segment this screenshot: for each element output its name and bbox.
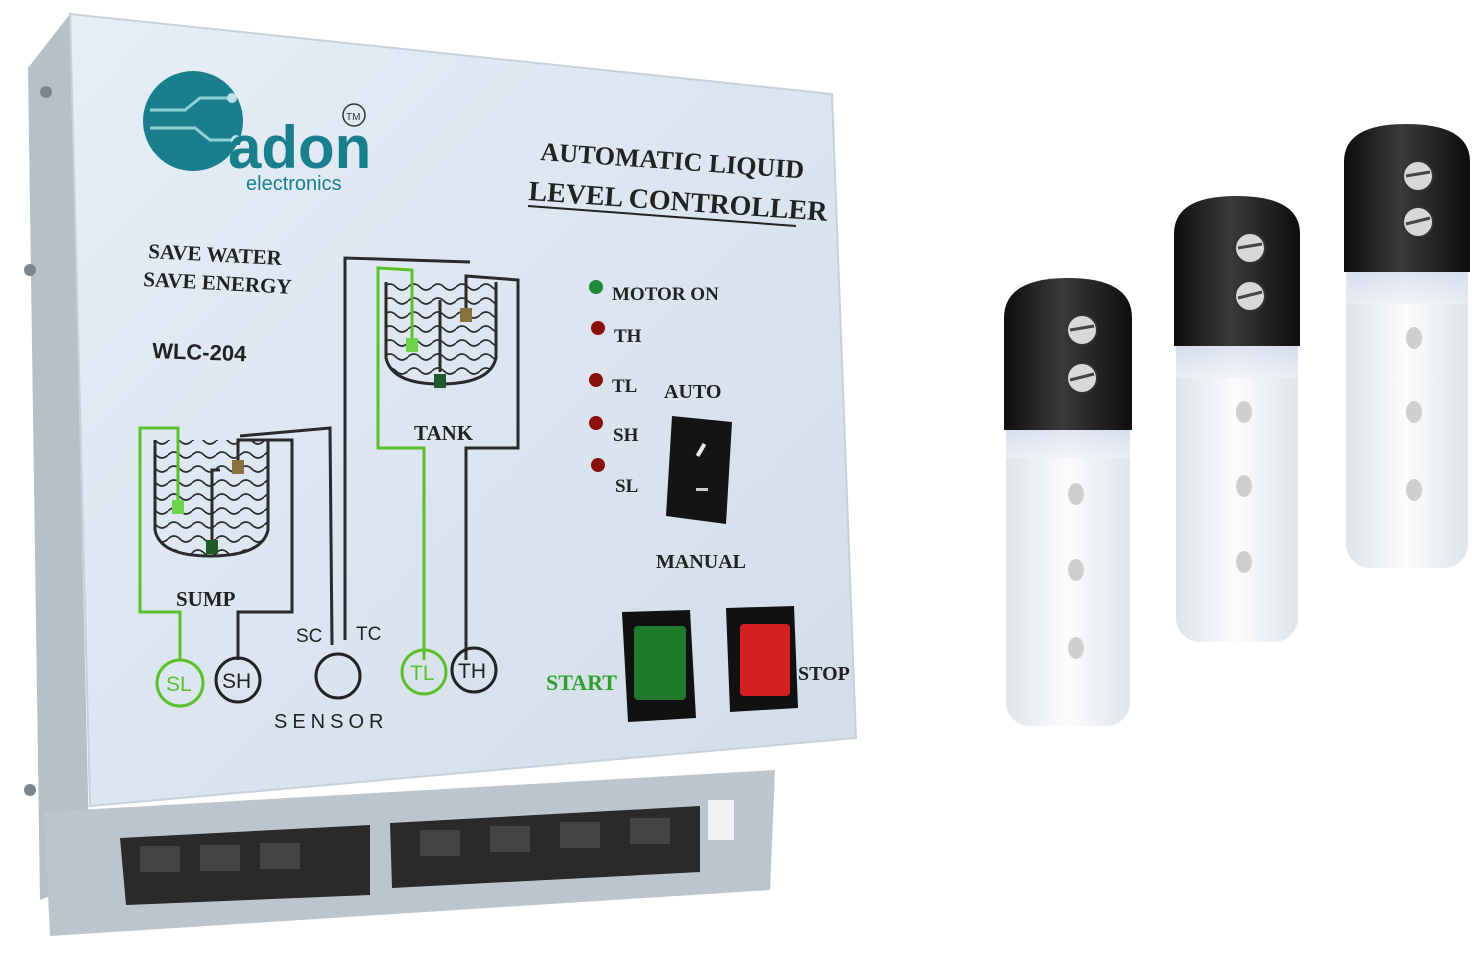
sensor-cap [1004,278,1132,430]
terminal-th [450,646,498,694]
auto-manual-switch[interactable] [666,416,732,524]
start-label: START [546,670,617,695]
motor-on-led-icon [589,280,603,294]
brand-name: adon [228,114,371,181]
level-sensor-1 [1004,278,1132,726]
screw-icon [1066,314,1098,346]
sensor-cap [1344,124,1470,272]
indicator-panel: MOTOR ON TH TL SH SL [589,280,719,497]
terminal-common [314,652,362,700]
sump-diagram: SUMP [138,426,334,660]
th-led-icon [591,321,605,335]
terminal-sl-label: SL [166,673,192,696]
tc-label: TC [356,624,381,645]
screw-icon [40,86,52,98]
led-label-th: TH [614,326,642,347]
front-panel [68,12,858,808]
trademark-mark: TM [346,112,360,123]
start-button[interactable] [622,610,696,722]
sensor-label: SENSOR [274,711,388,733]
terminal-th-label: TH [458,660,486,683]
terminal-block-left [120,825,370,905]
tank-label: TANK [414,421,474,445]
sh-led-icon [589,416,603,430]
model-number: WLC-204 [152,338,248,366]
controller-unit [24,12,858,936]
level-sensor-3 [1344,124,1470,568]
led-label-sl: SL [615,476,638,497]
switch-manual-label: MANUAL [656,551,746,573]
sump-label: SUMP [176,587,236,611]
logo-circle-icon [143,71,243,171]
led-label-sh: SH [613,425,639,446]
housing-side [28,14,90,900]
brand-sub: electronics [246,173,342,195]
terminal-tl-label: TL [410,662,435,685]
sensor-terminals: SL SH SC TC TL TH SENSOR [155,624,498,733]
terminal-block-right [390,806,700,888]
level-sensor-2 [1174,196,1300,642]
brand-logo: adon electronics TM [143,71,371,195]
screw-icon [1402,160,1434,192]
sc-label: SC [296,626,322,647]
led-label-tl: TL [612,376,637,397]
screw-icon [24,784,36,796]
terminal-sl [155,658,205,708]
screw-icon [24,264,36,276]
led-label-motor-on: MOTOR ON [612,284,719,305]
sl-led-icon [591,458,605,472]
stop-button[interactable] [726,606,798,712]
terminal-sh-label: SH [222,670,251,693]
screw-icon [1234,232,1266,264]
switch-auto-label: AUTO [664,381,721,403]
tank-diagram: TANK [343,256,520,660]
terminal-tl [400,648,448,696]
stop-label: STOP [798,663,850,685]
sensor-cap [1174,196,1300,346]
tl-led-icon [589,373,603,387]
terminal-sh [214,656,262,704]
